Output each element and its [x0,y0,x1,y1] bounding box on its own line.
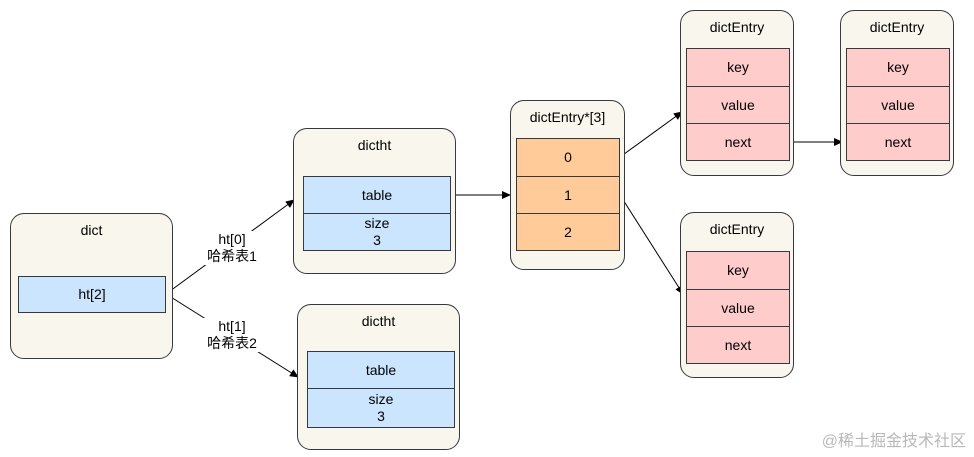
dict-entry-a-value: value [686,86,790,124]
dict-entry-a-key: key [686,48,790,87]
dictht-bottom-node: dictht table size 3 [297,304,460,450]
dictht-bottom-size: size 3 [307,388,455,428]
dict-entry-b-next: next [846,123,950,161]
edge-label-ht1: ht[1] 哈希表2 [196,318,268,352]
edge-label-ht0-line2: 哈希表1 [207,248,257,264]
dictht-top-title: dictht [357,137,392,153]
edge-label-ht1-line1: ht[1] [218,318,246,334]
dict-entry-a-next: next [686,123,790,161]
dictht-top-size-label: size [364,215,390,231]
edge-label-ht0: ht[0] 哈希表1 [196,231,268,265]
arrow-slot0-to-entry-a [619,111,683,158]
dict-entry-c-title: dictEntry [709,221,765,237]
edge-label-ht0-line1: ht[0] [218,231,246,247]
dictht-bottom-title: dictht [361,313,396,329]
dict-entry-a-title: dictEntry [709,19,765,35]
array-slot-2: 2 [516,213,620,251]
watermark-text: @稀土掘金技术社区 [821,433,966,450]
array-slot-1: 1 [516,176,620,214]
dictht-top-size-value: 3 [373,232,381,248]
dictht-bottom-size-label: size [368,391,394,407]
arrow-slot1-to-entry-c [619,194,684,295]
dict-entry-c-value: value [686,289,790,327]
edge-label-ht1-line2: 哈希表2 [207,335,257,351]
array-slot-0: 0 [516,138,620,177]
dict-entry-c-next: next [686,326,790,364]
dict-title: dict [80,222,103,238]
dict-entry-b-node: dictEntry key value next [840,10,954,176]
dictht-top-size: size 3 [303,213,451,251]
dictht-bottom-table: table [307,351,455,389]
entry-array-title: dictEntry*[3] [529,109,606,125]
dict-entry-b-value: value [846,86,950,124]
dictht-top-node: dictht table size 3 [293,128,456,274]
dict-ht-field: ht[2] [18,276,166,313]
dict-entry-c-key: key [686,251,790,290]
entry-array-node: dictEntry*[3] 0 1 2 [510,100,625,270]
dictht-bottom-size-value: 3 [377,408,385,424]
dict-entry-c-node: dictEntry key value next [680,212,794,378]
dict-node: dict ht[2] [10,213,173,359]
dict-entry-b-key: key [846,48,950,87]
dictht-top-table: table [303,176,451,214]
dict-entry-b-title: dictEntry [869,19,925,35]
dict-entry-a-node: dictEntry key value next [680,10,794,176]
